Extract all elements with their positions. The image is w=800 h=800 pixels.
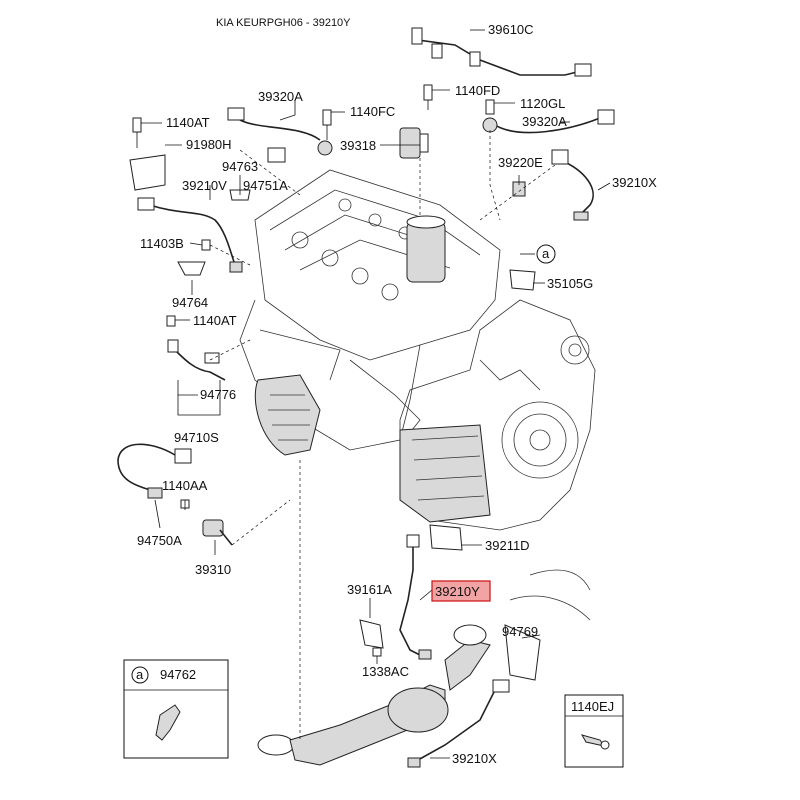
callout-a-label: a <box>542 246 550 261</box>
transmission-pan-shape <box>399 424 491 523</box>
label-39318: 39318 <box>340 138 376 153</box>
oil-filter-shape <box>406 221 446 283</box>
bracket-91980h <box>129 154 166 191</box>
bracket-94764 <box>177 261 206 276</box>
highlight-39210y <box>431 580 491 602</box>
bracket-94769 <box>504 624 541 681</box>
label-91980h: 91980H <box>186 137 232 152</box>
catalytic-converter-shape <box>254 374 321 456</box>
label-1140at-top: 1140AT <box>166 115 210 130</box>
callout-a-circle <box>536 244 556 264</box>
label-39220e: 39220E <box>498 155 543 170</box>
label-11403b: 11403B <box>140 236 184 251</box>
inset-94762: a 94762 <box>123 659 229 759</box>
label-1140aa: 1140AA <box>162 478 208 493</box>
label-94710s: 94710S <box>174 430 219 445</box>
label-1120gl: 1120GL <box>520 96 565 111</box>
label-35105g: 35105G <box>547 276 593 291</box>
bracket-39161a <box>359 619 384 649</box>
label-39211d: 39211D <box>485 538 530 553</box>
inset-1140ej: 1140EJ <box>564 694 624 768</box>
label-1338ac: 1338AC <box>362 664 409 679</box>
label-1140fd: 1140FD <box>455 83 500 98</box>
label-94751a: 94751A <box>243 178 288 193</box>
inset-a-marker-circle <box>131 666 149 684</box>
label-39210v: 39210V <box>182 178 227 193</box>
bracket-35105g <box>509 269 536 291</box>
label-39210x-bottom: 39210X <box>452 751 497 766</box>
bracket-39211d <box>429 524 463 551</box>
guide-lines <box>209 130 556 740</box>
clip-94762-shape <box>155 704 181 741</box>
label-39320a-right: 39320A <box>522 114 567 129</box>
fasteners <box>129 84 541 681</box>
label-1140at-mid: 1140AT <box>193 313 237 328</box>
label-94763: 94763 <box>222 159 258 174</box>
inset-a-part-label: 94762 <box>160 667 196 682</box>
exhaust-pipe <box>257 569 591 766</box>
label-94769: 94769 <box>502 624 538 639</box>
label-94764: 94764 <box>172 295 208 310</box>
label-94776: 94776 <box>200 387 236 402</box>
label-39210y: 39210Y <box>435 584 480 599</box>
label-39210x-top: 39210X <box>612 175 657 190</box>
label-39320a-left: 39320A <box>258 89 303 104</box>
sensors-wiring <box>117 27 615 768</box>
label-39310: 39310 <box>195 562 231 577</box>
label-39161a: 39161A <box>347 582 392 597</box>
engine-illustration <box>239 169 596 531</box>
inset-1140ej-label: 1140EJ <box>571 699 614 714</box>
leader-lines <box>141 29 611 759</box>
diagram-title: KIA KEURPGH06 - 39210Y <box>216 17 351 29</box>
inset-a-marker: a <box>136 667 144 682</box>
label-94750a: 94750A <box>137 533 182 548</box>
part-labels: 39610C 1140FD 39320A 1140FC 1140AT 91980… <box>137 22 657 766</box>
label-1140fc: 1140FC <box>350 104 395 119</box>
label-39610c: 39610C <box>488 22 534 37</box>
